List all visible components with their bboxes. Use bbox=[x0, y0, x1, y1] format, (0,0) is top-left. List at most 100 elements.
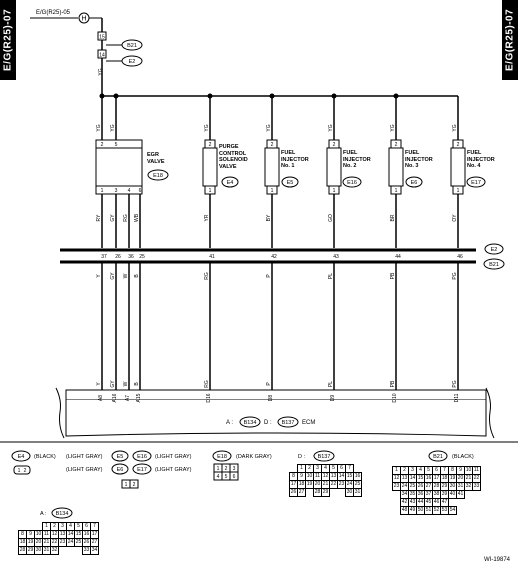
top-connector-b21: B21 bbox=[106, 39, 143, 51]
svg-text:YG: YG bbox=[96, 124, 102, 131]
svg-text:E16: E16 bbox=[137, 454, 147, 460]
svg-text:A16: A16 bbox=[112, 393, 118, 402]
purge-valve-label: PURGE CONTROL SOLENOID VALVE bbox=[219, 144, 248, 170]
svg-text:1: 1 bbox=[101, 188, 104, 194]
svg-text:YG: YG bbox=[328, 124, 334, 131]
legend-e4: E4 (BLACK) 1 2 bbox=[11, 450, 56, 475]
svg-text:PG: PG bbox=[452, 272, 458, 279]
svg-text:E17: E17 bbox=[137, 467, 147, 473]
figure-id: WI-19874 bbox=[484, 557, 511, 563]
injector-2-label: FUEL INJECTOR No. 2 bbox=[343, 150, 371, 169]
svg-text:YG: YG bbox=[204, 124, 210, 131]
svg-text:RG: RG bbox=[204, 380, 210, 388]
svg-text:D9: D9 bbox=[330, 395, 336, 402]
svg-text:YG: YG bbox=[266, 124, 272, 131]
ecm-label: A : B134 D : B137 ECM bbox=[226, 416, 315, 428]
svg-text:YG: YG bbox=[390, 124, 396, 131]
svg-text:RY: RY bbox=[96, 214, 102, 222]
svg-text:43: 43 bbox=[333, 254, 339, 260]
svg-text:PL: PL bbox=[328, 273, 334, 279]
svg-text:D11: D11 bbox=[454, 393, 460, 402]
svg-text:E4: E4 bbox=[18, 454, 25, 460]
svg-text:D8: D8 bbox=[268, 395, 274, 402]
top-pin-1: 15 bbox=[99, 35, 105, 41]
svg-text:PL: PL bbox=[328, 381, 334, 387]
svg-text:46: 46 bbox=[457, 254, 463, 260]
svg-text:(DARK GRAY): (DARK GRAY) bbox=[236, 454, 272, 460]
svg-text:(LIGHT GRAY): (LIGHT GRAY) bbox=[66, 454, 103, 460]
svg-text:WB: WB bbox=[134, 213, 140, 222]
svg-text:D10: D10 bbox=[392, 393, 398, 402]
injector-3-label: FUEL INJECTOR No. 3 bbox=[405, 150, 433, 169]
svg-text:1: 1 bbox=[395, 188, 398, 194]
svg-text:E6: E6 bbox=[411, 180, 418, 186]
egr-valve: 2 5 1 3 4 6 bbox=[95, 139, 143, 195]
svg-text:E16: E16 bbox=[347, 180, 357, 186]
top-pins: 15 14 bbox=[97, 31, 107, 59]
svg-text:1: 1 bbox=[18, 468, 21, 474]
svg-text:B: B bbox=[134, 274, 140, 278]
svg-text:D :: D : bbox=[298, 454, 306, 460]
svg-text:(LIGHT GRAY): (LIGHT GRAY) bbox=[155, 467, 192, 473]
svg-text:B137: B137 bbox=[318, 454, 331, 460]
svg-text:W: W bbox=[123, 381, 129, 386]
svg-text:D16: D16 bbox=[206, 393, 212, 402]
svg-text:3: 3 bbox=[115, 188, 118, 194]
svg-text:2: 2 bbox=[133, 482, 136, 488]
svg-text:E18: E18 bbox=[153, 173, 163, 179]
svg-text:2: 2 bbox=[24, 468, 27, 474]
svg-text:PB: PB bbox=[390, 380, 396, 387]
svg-text:(BLACK): (BLACK) bbox=[452, 454, 474, 460]
injector-4-label: FUEL INJECTOR No. 4 bbox=[467, 150, 495, 169]
injector-1-label: FUEL INJECTOR No. 1 bbox=[281, 150, 309, 169]
svg-text:E5: E5 bbox=[117, 454, 124, 460]
ecm-wire-colors: Y GY W B RG P PL PB PG bbox=[96, 380, 458, 388]
svg-text:E6: E6 bbox=[117, 467, 124, 473]
svg-text:2: 2 bbox=[225, 466, 228, 472]
svg-text:A :: A : bbox=[226, 420, 233, 426]
svg-text:RG: RG bbox=[204, 272, 210, 280]
svg-text:BY: BY bbox=[266, 214, 272, 221]
svg-text:B134: B134 bbox=[56, 511, 69, 517]
svg-text:5: 5 bbox=[225, 474, 228, 480]
svg-text:2: 2 bbox=[271, 142, 274, 148]
svg-text:E17: E17 bbox=[471, 180, 481, 186]
section-tab-left: E/G(R25)-07 bbox=[0, 0, 16, 80]
svg-text:41: 41 bbox=[209, 254, 215, 260]
svg-text:6: 6 bbox=[233, 474, 236, 480]
svg-text:GY: GY bbox=[110, 272, 116, 280]
svg-text:1: 1 bbox=[271, 188, 274, 194]
svg-text:YG: YG bbox=[452, 124, 458, 131]
svg-text:2: 2 bbox=[457, 142, 460, 148]
ref-connector: H E/G(R25)-05 bbox=[30, 10, 90, 24]
svg-text:Y: Y bbox=[96, 274, 102, 278]
wire-colors-upper: RY GY RG WB YR BY GO BR OY bbox=[96, 213, 458, 222]
svg-text:YR: YR bbox=[204, 214, 210, 221]
legend-e18: E18 (DARK GRAY) 1 2 3 4 5 6 bbox=[212, 450, 272, 481]
svg-text:1: 1 bbox=[333, 188, 336, 194]
svg-text:42: 42 bbox=[271, 254, 277, 260]
svg-text:2: 2 bbox=[209, 142, 212, 148]
svg-text:B21: B21 bbox=[489, 262, 499, 268]
svg-text:B: B bbox=[134, 382, 140, 386]
legend-b21: B21 (BLACK) bbox=[428, 450, 474, 462]
svg-text:A15: A15 bbox=[136, 393, 142, 402]
svg-text:1: 1 bbox=[217, 466, 220, 472]
svg-text:GY: GY bbox=[110, 380, 116, 388]
legend-b134: A : B134 bbox=[40, 507, 73, 519]
svg-text:5: 5 bbox=[115, 142, 118, 148]
svg-text:1: 1 bbox=[209, 188, 212, 194]
svg-text:B21: B21 bbox=[433, 454, 443, 460]
ref-label: E/G(R25)-05 bbox=[36, 10, 71, 16]
svg-text:25: 25 bbox=[139, 254, 145, 260]
top-wire-color: YG bbox=[98, 68, 104, 75]
svg-text:2: 2 bbox=[333, 142, 336, 148]
svg-text:1: 1 bbox=[457, 188, 460, 194]
svg-text:B21: B21 bbox=[127, 43, 137, 49]
fuel-injector-4: 2 1 bbox=[450, 139, 466, 195]
section-tab-right: E/G(R25)-07 bbox=[502, 0, 518, 80]
mid-connector-bar: E2 B21 bbox=[60, 243, 505, 270]
